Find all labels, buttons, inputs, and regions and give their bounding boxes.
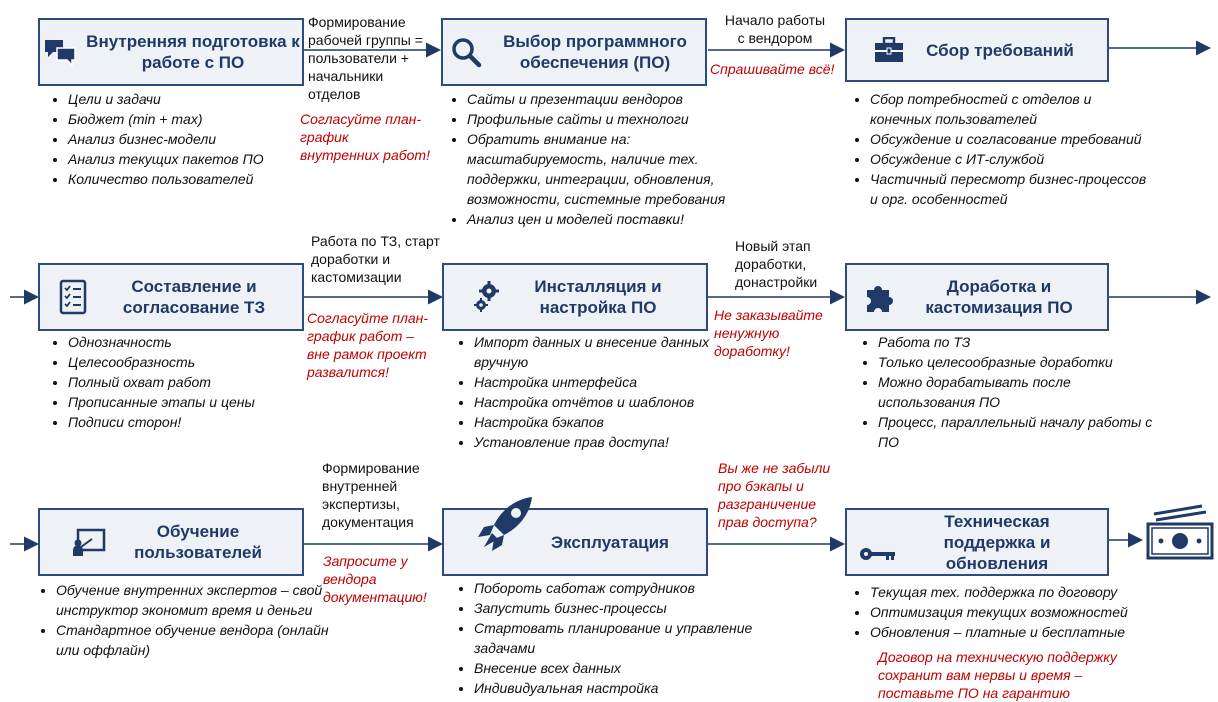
bullet: Настройка бэкапов [474,412,754,432]
bullet: Можно дорабатывать после использования П… [878,372,1168,412]
stage-bullets-6: Работа по ТЗ Только целесообразные дораб… [848,332,1168,452]
stage-box-1: Внутренняя подготовка к работе с ПО [38,18,304,86]
bullet: Работа по ТЗ [878,332,1168,352]
bullet: Однозначность [68,332,338,352]
stage-box-3: Сбор требований [845,18,1109,82]
stage-box-2: Выбор программного обеспечения (ПО) [441,18,707,86]
stage-box-9: Техническая поддержка и обновления [845,508,1109,576]
bullet: Индивидуальная настройка [474,678,764,698]
bullet: Анализ цен и моделей поставки! [467,209,739,229]
stage-title-9: Техническая поддержка и обновления [943,511,1051,573]
stage-box-5: Инсталляция и настройка ПО [442,263,708,331]
chat-bubbles-icon [40,38,80,66]
bullet: Анализ текущих пакетов ПО [68,149,338,169]
connector-text-3: Работа по ТЗ, старт доработки и кастомиз… [311,233,440,285]
stage-title-2: Выбор программного обеспечения (ПО) [503,32,687,72]
stage-bullets-4: Однозначность Целесообразность Полный ох… [38,332,338,432]
bullet: Процесс, параллельный началу работы с ПО [878,412,1168,452]
magnifier-icon [446,36,486,68]
stage-box-7: Обучение пользователей [38,508,304,576]
connector-text-4: Новый этап доработки, донастройки [735,238,818,290]
bullet: Побороть саботаж сотрудников [474,578,764,598]
bullet: Настройка интерфейса [474,372,754,392]
stage-title-8: Эксплуатация [551,532,669,552]
key-icon [857,546,897,562]
presentation-board-icon [69,527,109,557]
stage-title-5: Инсталляция и настройка ПО [534,277,662,317]
checklist-icon [53,279,93,315]
stage-title-4: Составление и согласование ТЗ [122,277,266,317]
bullet: Прописанные этапы и цены [68,392,338,412]
bullet: Целесообразность [68,352,338,372]
bullet: Стандартное обучение вендора (онлайн или… [56,620,346,660]
stage-box-6: Доработка и кастомизация ПО [845,263,1109,331]
connector-note-4: Не заказывайте ненужную доработку! [714,307,823,359]
bullet: Обсуждение и согласование требований [870,129,1150,149]
bullet: Профильные сайты и технологи [467,109,739,129]
connector-note-1: Согласуйте план-график внутренних работ! [300,111,430,163]
connector-note-5: Запросите у вендора документацию! [323,553,427,605]
bullet: Только целесообразные доработки [878,352,1168,372]
puzzle-icon [860,281,900,313]
bullet: Настройка отчётов и шаблонов [474,392,754,412]
money-cash-icon [1144,504,1214,564]
stage-bullets-5: Импорт данных и внесение данных вручную … [444,332,754,452]
stage-title-7: Обучение пользователей [134,522,262,562]
bullet: Анализ бизнес-модели [68,129,338,149]
bullet: Оптимизация текущих возможностей [870,602,1210,622]
bullet: Текущая тех. поддержка по договору [870,582,1210,602]
bullet: Сбор потребностей с отделов и конечных п… [870,89,1150,129]
bullet: Установление прав доступа! [474,432,754,452]
stage-bullets-1: Цели и задачи Бюджет (min + max) Анализ … [38,89,338,189]
connector-note-3: Согласуйте план-график работ – вне рамок… [307,310,429,380]
bullet: Обновления – платные и бесплатные [870,622,1210,642]
connector-text-2: Начало работы с вендором [724,12,826,46]
stage-title-3: Сбор требований [926,40,1074,60]
bullet: Сайты и презентации вендоров [467,89,739,109]
bullet: Стартовать планирование и управление зад… [474,618,764,658]
support-contract-note: Договор на техническую поддержку сохрани… [878,649,1117,701]
stage-bullets-2: Сайты и презентации вендоров Профильные … [437,89,739,229]
stage-box-8: Эксплуатация [442,497,708,576]
bullet: Запустить бизнес-процессы [474,598,764,618]
connector-note-2: Спрашивайте всё! [710,61,835,77]
bullet: Подписи сторон! [68,412,338,432]
bullet: Обучение внутренних экспертов – свой инс… [56,580,346,620]
bullet: Обратить внимание на: масштабируемость, … [467,129,739,209]
briefcase-icon [869,37,909,63]
stage-title-1: Внутренняя подготовка к работе с ПО [86,32,300,72]
gears-icon [467,280,507,314]
stage-title-6: Доработка и кастомизация ПО [925,277,1073,317]
bullet: Бюджет (min + max) [68,109,338,129]
connector-text-1: Формирование рабочей группы = пользовате… [308,14,423,102]
bullet: Частичный пересмотр бизнес-процессов и о… [870,169,1150,209]
bullet: Внесение всех данных [474,658,764,678]
rocket-icon [475,495,535,557]
bullet: Полный охват работ [68,372,338,392]
stage-bullets-7: Обучение внутренних экспертов – свой инс… [26,580,346,660]
connector-text-5: Формирование внутренней экспертизы, доку… [322,460,420,530]
bullet: Количество пользователей [68,169,338,189]
bullet: Импорт данных и внесение данных вручную [474,332,754,372]
connector-note-6: Вы же не забыли про бэкапы и разграничен… [718,460,831,530]
stage-bullets-3: Сбор потребностей с отделов и конечных п… [840,89,1150,209]
stage-bullets-9: Текущая тех. поддержка по договору Оптим… [840,582,1210,642]
stage-bullets-8: Побороть саботаж сотрудников Запустить б… [444,578,764,698]
stage-box-4: Составление и согласование ТЗ [38,263,304,331]
bullet: Обсуждение с ИТ-службой [870,149,1150,169]
bullet: Цели и задачи [68,89,338,109]
